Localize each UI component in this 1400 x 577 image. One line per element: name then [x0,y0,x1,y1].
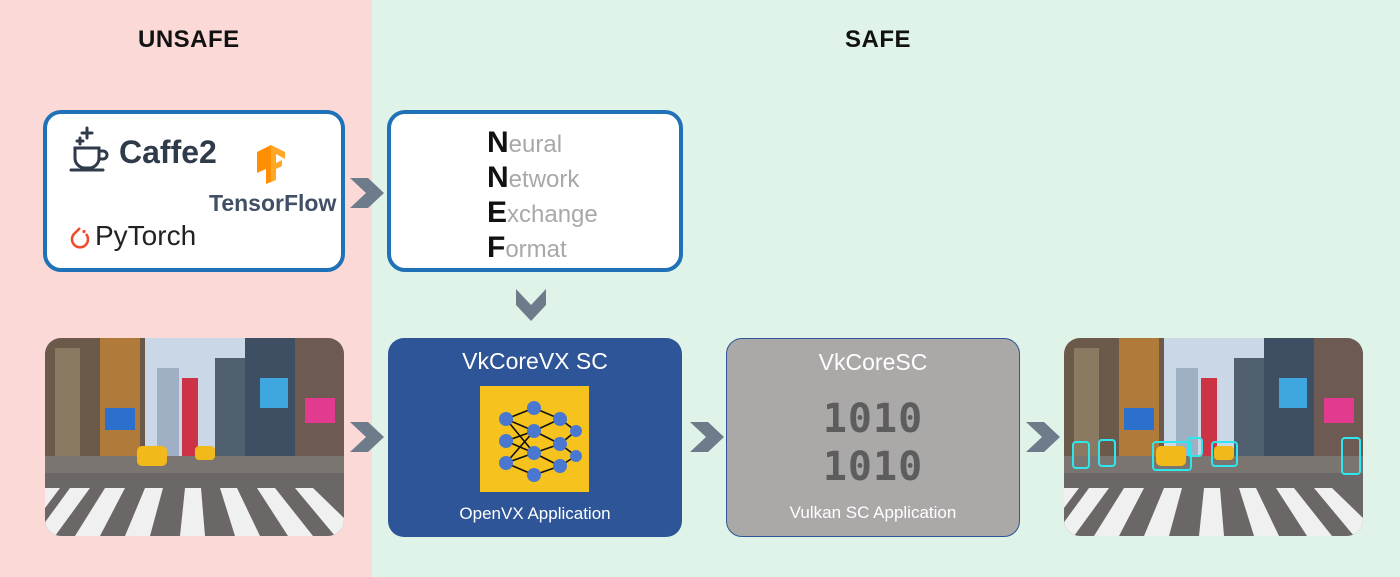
nnef-line-exchange: Exchange [487,196,598,229]
vulkan-title: VkCoreSC [818,349,928,375]
output-detection-image [1064,338,1363,536]
openvx-subtitle: OpenVX Application [459,504,611,523]
nnef-line-format: Format [487,231,567,264]
openvx-box: VkCoreVX SC OpenVX Application [388,338,682,537]
safe-title: SAFE [845,26,912,53]
nnef-box: Neural Network Exchange Format [387,110,683,272]
arrow-right-icon [348,420,386,454]
binary-line-2: 1010 [822,444,924,490]
tensorflow-label: TensorFlow [209,190,337,216]
unsafe-title: UNSAFE [138,26,240,53]
frameworks-box: Caffe2 TensorFlow PyTorch [43,110,345,272]
openvx-title: VkCoreVX SC [462,348,608,374]
pytorch-label: PyTorch [95,220,197,251]
caffe2-icon [67,124,111,177]
caffe2-label: Caffe2 [119,134,217,170]
nnef-line-neural: Neural [487,126,563,159]
nnef-line-network: Network [487,161,580,194]
tensorflow-icon [253,144,289,189]
pytorch-icon [69,226,91,257]
binary-line-1: 1010 [822,396,924,442]
vulkan-subtitle: Vulkan SC Application [789,503,957,522]
binary-icon: 1010 1010 [727,395,1019,491]
arrow-right-icon [688,420,726,454]
input-street-image [45,338,344,536]
arrow-down-icon [514,287,548,323]
arrow-right-icon [1024,420,1062,454]
vulkan-box: VkCoreSC 1010 1010 Vulkan SC Application [726,338,1020,537]
arrow-right-icon [348,176,386,210]
neural-network-icon [480,386,589,497]
